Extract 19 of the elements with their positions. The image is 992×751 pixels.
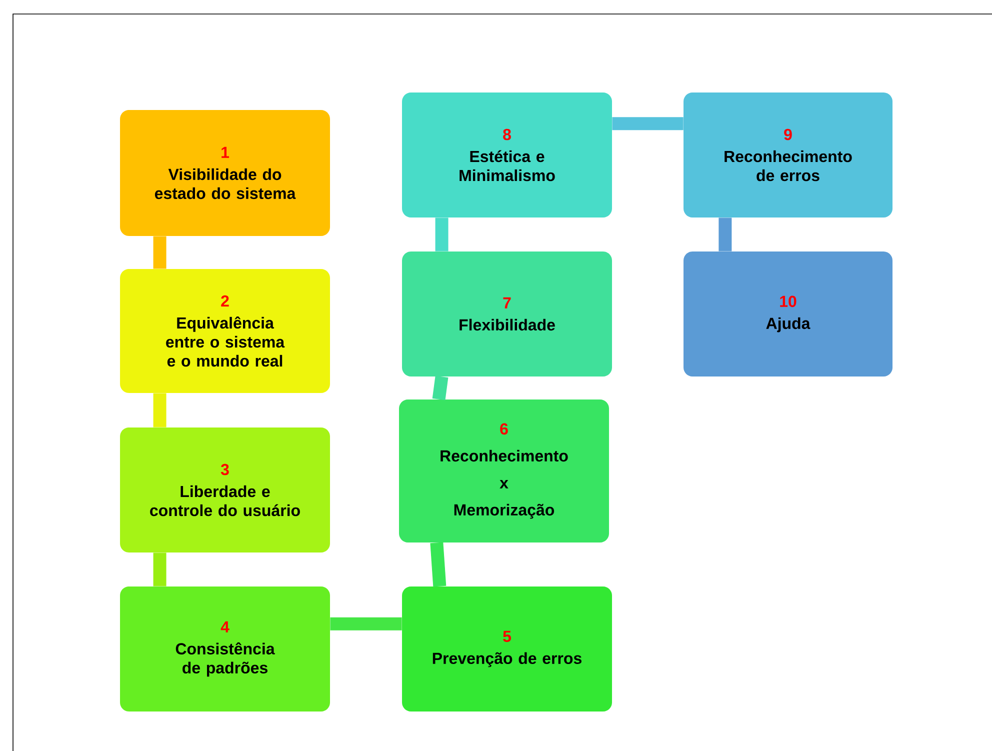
- connector: [153, 236, 166, 269]
- process-box: 1 Visibilidade do estado do sistema: [120, 110, 330, 236]
- process-box: 2 Equivalência entre o sistema e o mundo real: [120, 269, 330, 393]
- connector: [718, 218, 732, 252]
- process-box: 8 Estética e Minimalismo: [402, 92, 612, 218]
- connector: [330, 617, 402, 630]
- process-box: 5 Prevenção de erros: [402, 586, 612, 712]
- process-box: 10 Ajuda: [684, 252, 892, 376]
- process-box: 9 Reconhecimento de erros: [684, 92, 892, 218]
- process-box: 3 Liberdade e controle do usuário: [120, 428, 330, 552]
- process-box: 6 Reconhecimento x Memorização: [399, 400, 609, 542]
- process-box: 7 Flexibilidade: [402, 252, 612, 376]
- connector: [432, 376, 448, 400]
- process-box: 4 Consistência de padrões: [120, 586, 330, 712]
- connector: [153, 393, 166, 428]
- connector: [435, 218, 448, 252]
- connector: [430, 542, 446, 587]
- connector: [612, 117, 684, 130]
- connector: [153, 552, 166, 586]
